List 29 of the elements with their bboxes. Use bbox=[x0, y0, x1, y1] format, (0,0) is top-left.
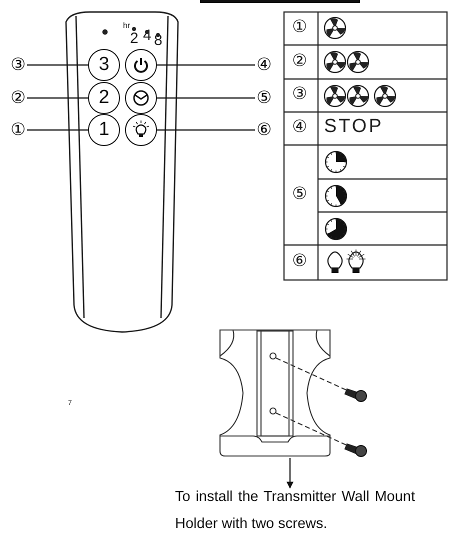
timer-hour-label: hr bbox=[123, 22, 130, 31]
timer-hour-label: 2 bbox=[130, 31, 138, 48]
table-number: ① bbox=[292, 18, 307, 37]
leader-line bbox=[157, 97, 255, 99]
leader-line bbox=[27, 129, 88, 131]
number-button: 1 bbox=[88, 114, 120, 146]
instruction-text: To install the Transmitter Wall Mount Holder with two screws. bbox=[175, 484, 415, 538]
callout-number: ② bbox=[8, 88, 28, 108]
leader-line bbox=[157, 129, 255, 131]
leader-line bbox=[157, 64, 255, 66]
callout-number: ⑥ bbox=[254, 120, 274, 140]
table-number: ⑥ bbox=[292, 252, 307, 271]
callout-number: ④ bbox=[254, 55, 274, 75]
number-button: 2 bbox=[88, 82, 120, 114]
arrow bbox=[286, 458, 294, 489]
power-button bbox=[125, 49, 157, 81]
number-button: 3 bbox=[88, 49, 120, 81]
timer-button bbox=[125, 82, 157, 114]
callout-number: ③ bbox=[8, 55, 28, 75]
callout-number: ① bbox=[8, 120, 28, 140]
stop-label: STOP bbox=[324, 117, 384, 138]
callout-number: ⑤ bbox=[254, 88, 274, 108]
leader-line bbox=[27, 97, 88, 99]
table-number: ⑤ bbox=[292, 185, 307, 204]
table-number: ② bbox=[292, 52, 307, 71]
table-number: ③ bbox=[292, 85, 307, 104]
leader-line bbox=[27, 64, 88, 66]
light-button bbox=[125, 114, 157, 146]
table-number: ④ bbox=[292, 118, 307, 137]
